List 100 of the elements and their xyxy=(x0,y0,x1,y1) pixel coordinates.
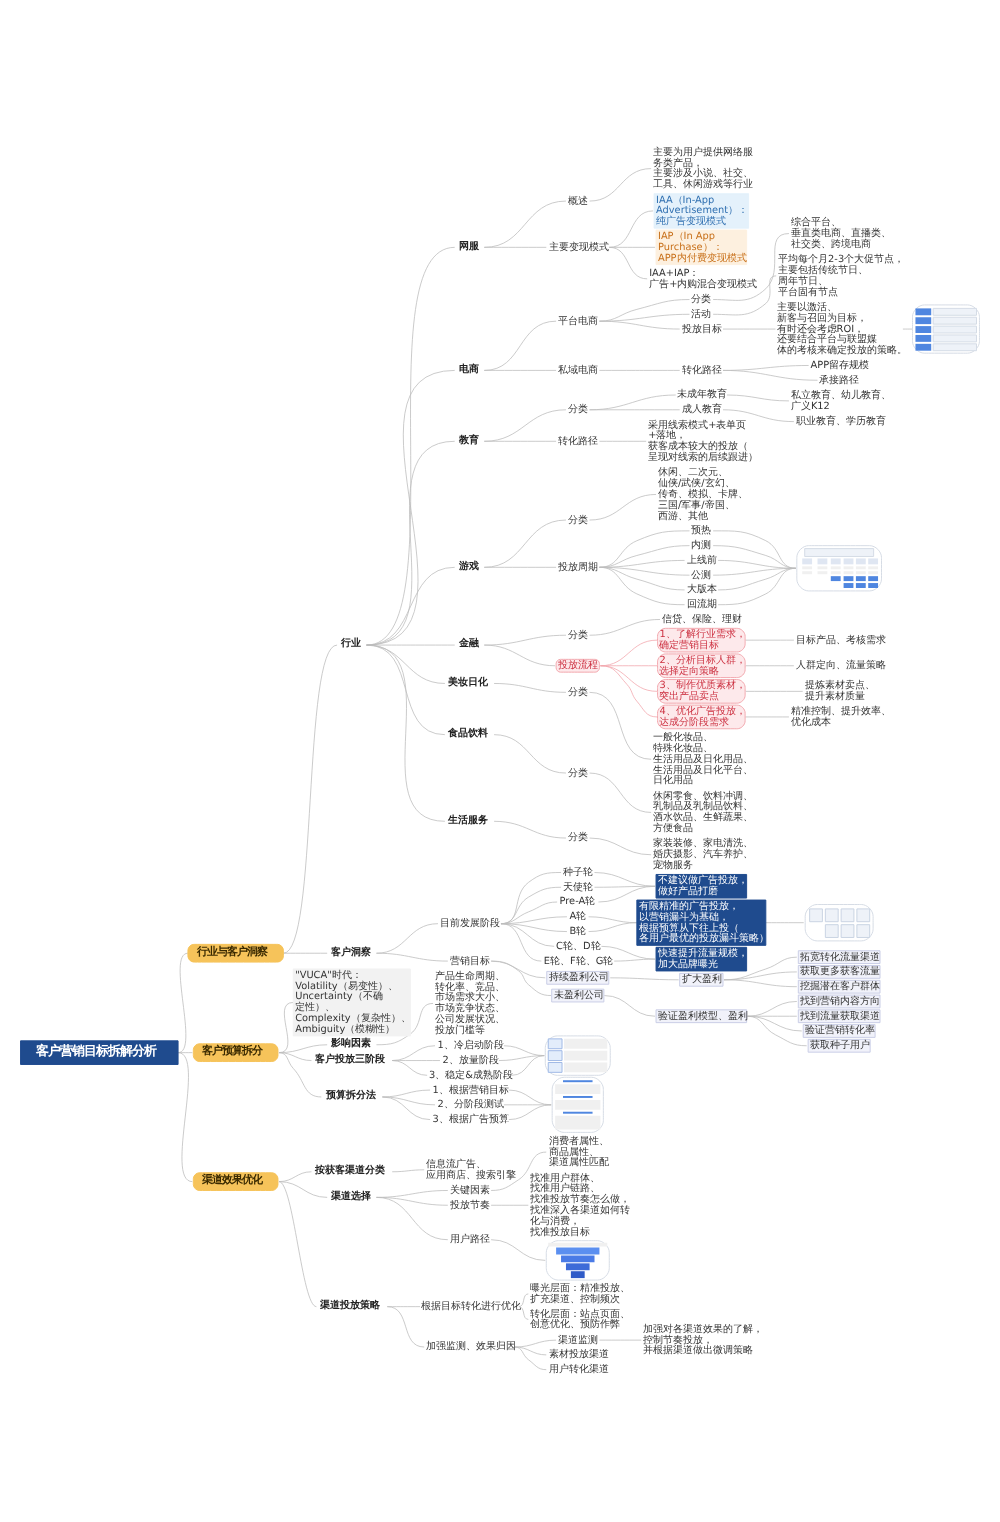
connector xyxy=(589,772,652,813)
connector xyxy=(503,1045,545,1056)
connector xyxy=(594,872,656,887)
connector xyxy=(177,1052,193,1054)
connector xyxy=(278,1171,312,1182)
connector xyxy=(599,299,690,322)
connector xyxy=(376,1003,434,1046)
connector xyxy=(490,1204,529,1206)
connector xyxy=(500,872,562,925)
connector xyxy=(483,200,567,248)
connector xyxy=(493,734,567,774)
connector xyxy=(283,952,328,954)
connector xyxy=(483,370,557,371)
connector xyxy=(712,530,797,569)
connector xyxy=(376,952,449,962)
connector xyxy=(278,1181,328,1198)
connector xyxy=(493,820,567,839)
connector xyxy=(599,313,690,322)
connector xyxy=(376,1197,449,1241)
connector xyxy=(589,409,681,411)
connector xyxy=(613,958,656,962)
connector xyxy=(589,837,652,856)
connector xyxy=(483,246,547,248)
connector xyxy=(599,545,690,568)
connector xyxy=(600,639,658,667)
connector xyxy=(518,1306,529,1320)
connector xyxy=(603,995,656,1017)
connector xyxy=(717,560,797,569)
connector xyxy=(747,1015,808,1047)
connector xyxy=(599,566,685,606)
connector xyxy=(599,440,647,442)
connector xyxy=(726,394,790,402)
connector xyxy=(518,1293,529,1308)
connector xyxy=(589,691,652,760)
connector xyxy=(600,665,658,718)
connector xyxy=(500,923,542,962)
connector xyxy=(278,1002,294,1054)
connector xyxy=(366,370,456,646)
connector xyxy=(608,210,654,248)
connector xyxy=(722,370,818,381)
connector xyxy=(493,683,567,693)
connector xyxy=(500,901,558,925)
connector xyxy=(483,519,567,568)
connector xyxy=(589,168,652,202)
connector xyxy=(278,1181,317,1308)
connector xyxy=(177,952,189,1054)
connector xyxy=(599,320,681,330)
connector xyxy=(514,1346,547,1371)
connector xyxy=(483,440,557,442)
connector xyxy=(514,1346,547,1356)
connector xyxy=(599,370,681,371)
connector xyxy=(608,246,648,280)
connector xyxy=(598,885,656,903)
connector xyxy=(511,1055,545,1076)
connector xyxy=(386,1306,425,1348)
connector xyxy=(483,409,567,442)
connector xyxy=(600,665,658,667)
connector xyxy=(391,1169,425,1173)
connector xyxy=(386,1306,421,1308)
connector xyxy=(278,1044,328,1054)
connector xyxy=(600,665,658,692)
connector xyxy=(366,566,456,646)
connector xyxy=(508,1104,552,1120)
connector xyxy=(514,1339,557,1348)
connector xyxy=(366,440,456,646)
connector xyxy=(391,1045,436,1061)
connector xyxy=(391,1060,428,1076)
connector xyxy=(745,690,804,692)
connector xyxy=(278,1052,322,1098)
connector xyxy=(490,960,552,996)
connector xyxy=(283,644,338,954)
connector xyxy=(712,545,797,569)
connector xyxy=(483,634,567,646)
connector xyxy=(490,1151,547,1191)
connector xyxy=(483,566,557,568)
connector xyxy=(712,275,777,316)
connector xyxy=(500,923,555,947)
connector xyxy=(500,886,562,925)
connector xyxy=(745,665,795,667)
connector xyxy=(498,1055,545,1061)
connector xyxy=(381,1096,431,1120)
connector xyxy=(765,922,805,924)
connector xyxy=(599,1339,642,1341)
connector xyxy=(717,567,797,606)
connector xyxy=(177,1052,193,1182)
connector xyxy=(366,644,446,822)
connector xyxy=(722,409,795,422)
connector xyxy=(589,494,657,521)
connector xyxy=(503,1104,552,1106)
connector xyxy=(278,1052,312,1061)
connector xyxy=(381,1096,436,1106)
connector xyxy=(490,1239,546,1261)
connector xyxy=(599,530,690,568)
connector xyxy=(747,1001,798,1017)
connector xyxy=(366,246,456,646)
connector xyxy=(589,619,661,636)
connector xyxy=(588,922,638,932)
connector xyxy=(376,923,439,954)
connector xyxy=(745,639,795,641)
connector xyxy=(712,233,790,301)
